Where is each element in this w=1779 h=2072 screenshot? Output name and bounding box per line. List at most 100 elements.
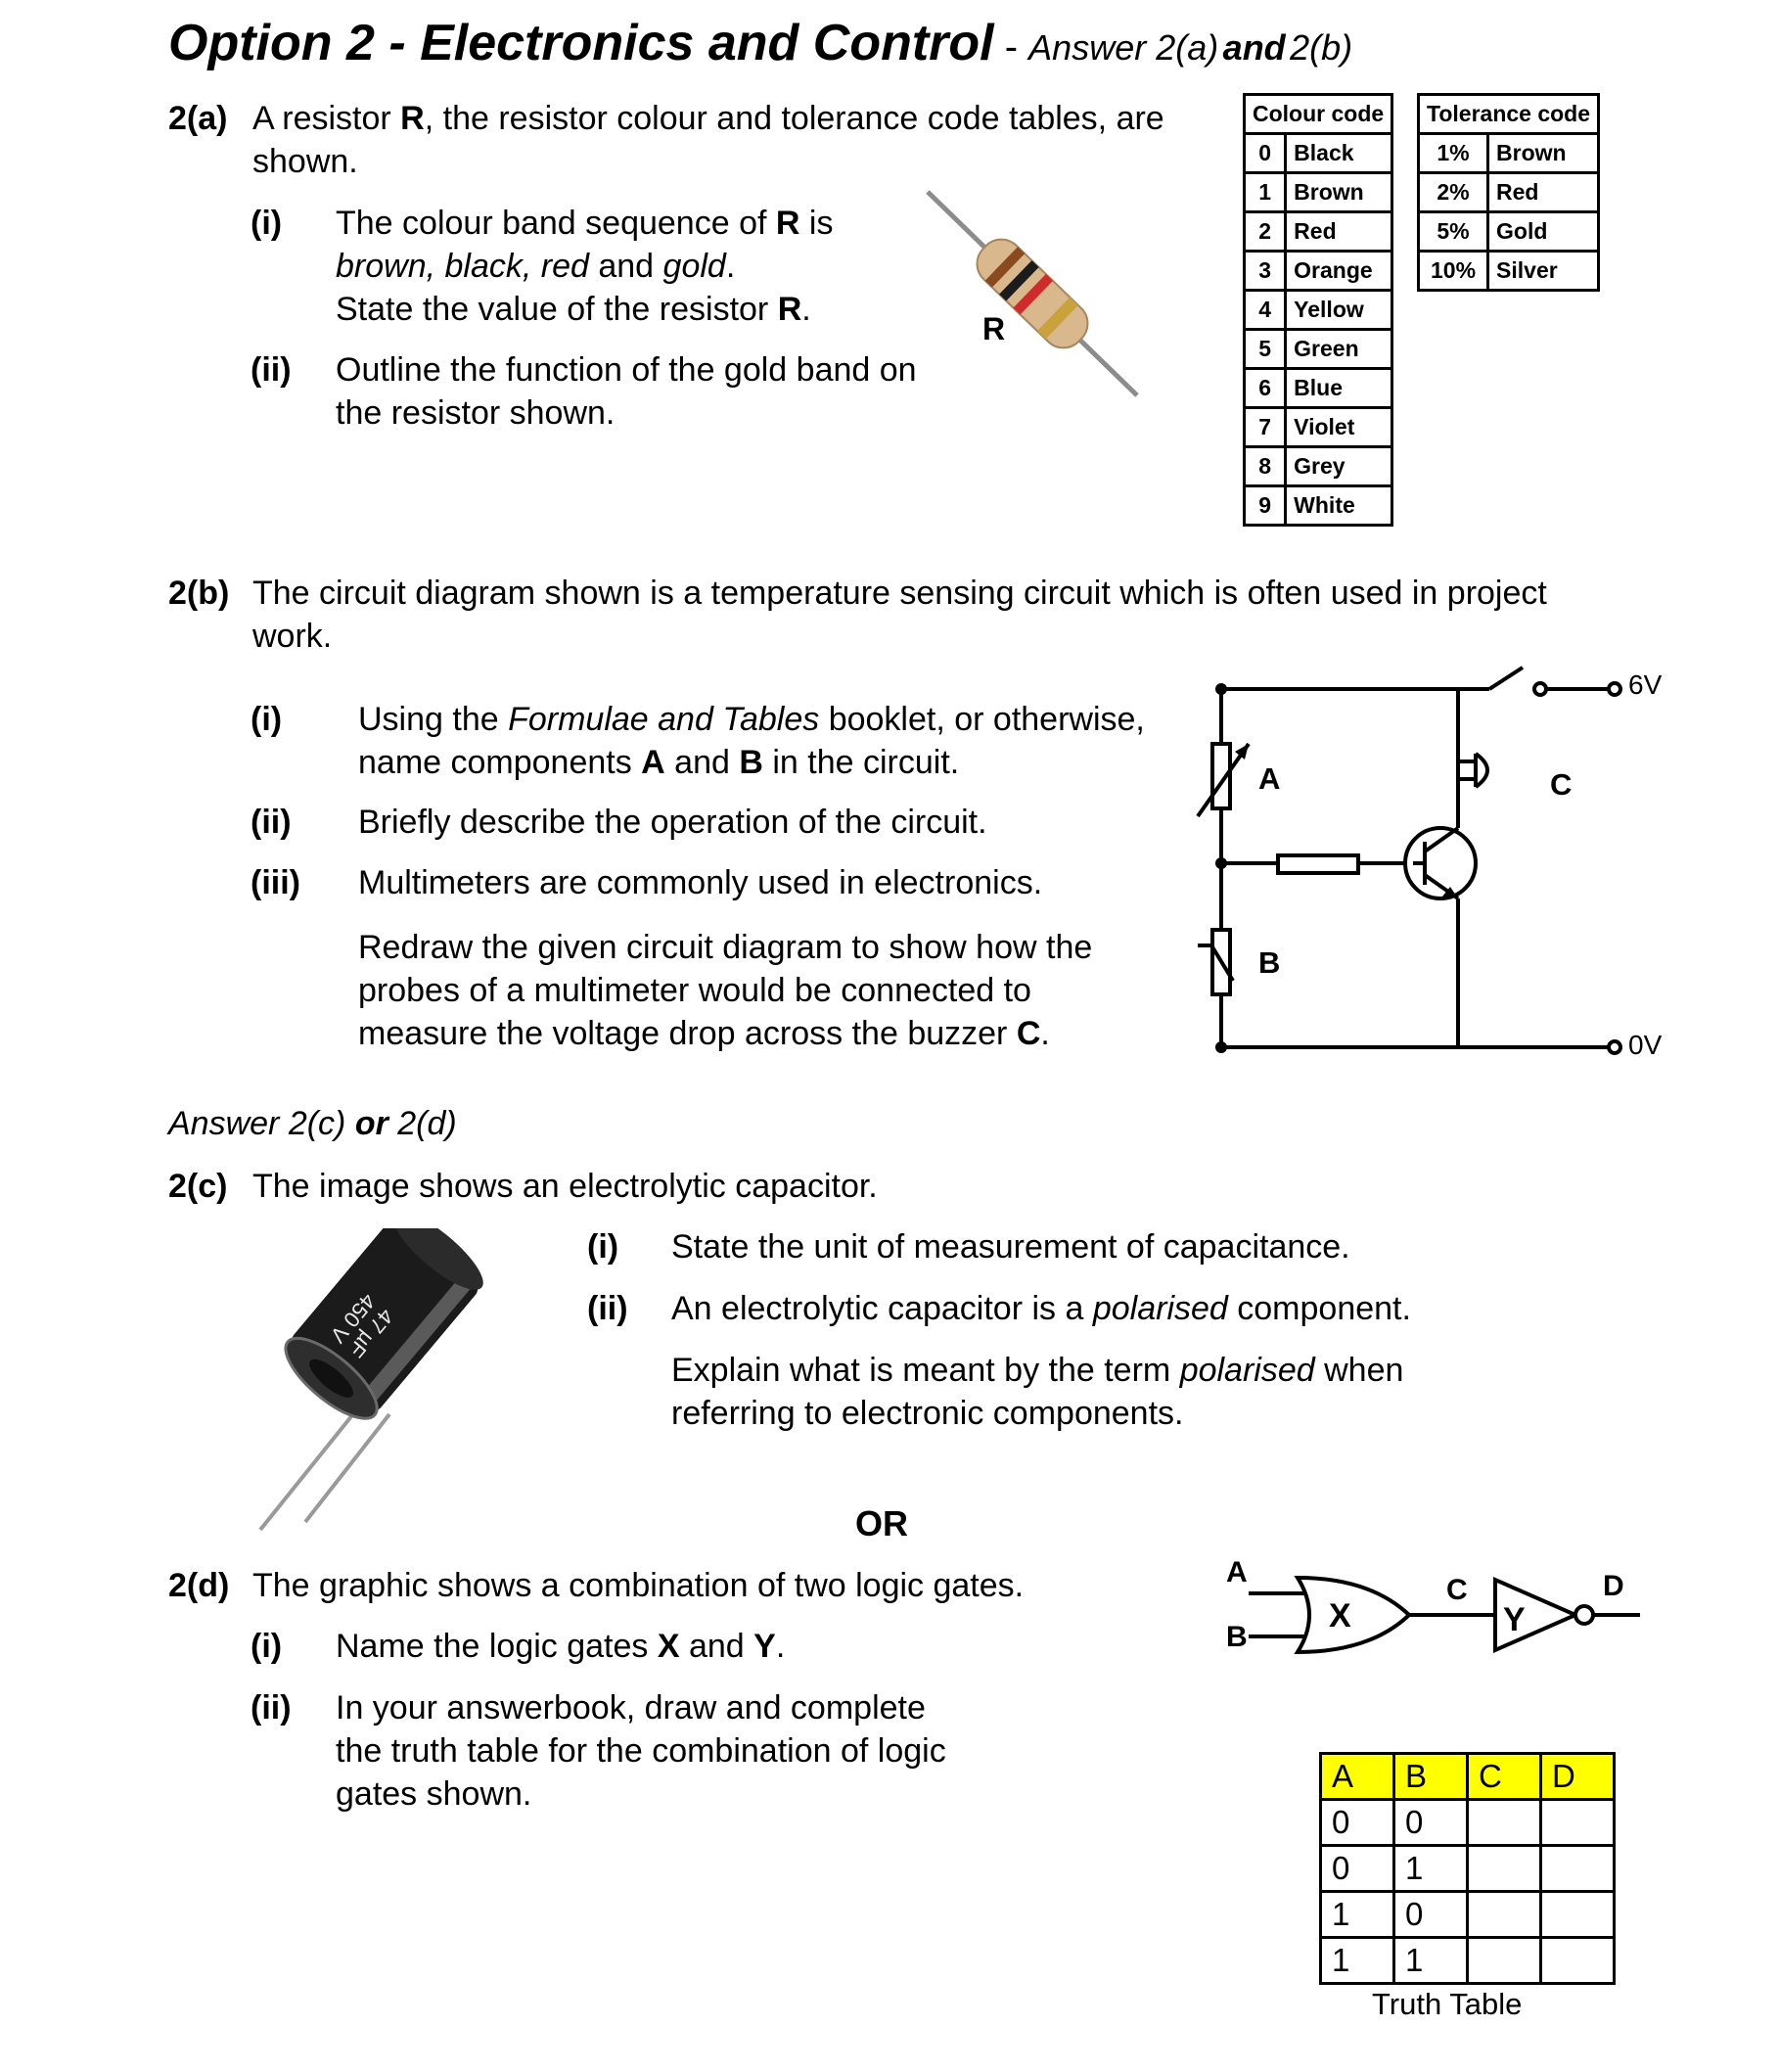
colour-name: Green [1284, 328, 1394, 370]
resistor-image [926, 190, 1139, 397]
q2d-ii-number: (ii) [251, 1689, 292, 1727]
colour-num: 0 [1242, 132, 1288, 174]
q2b-iii-l2: Redraw the given circuit diagram to show… [358, 929, 1093, 966]
q2a-intro-line2: shown. [252, 143, 358, 180]
truth-table-header: A B C D [1319, 1752, 1616, 1801]
q2b-i-l1c: booklet, or otherwise, [819, 701, 1145, 738]
tolerance-colour: Red [1486, 171, 1601, 213]
colour-name: Blue [1284, 367, 1394, 409]
q2b-i-l2c: and [664, 744, 740, 781]
colour-name: Yellow [1284, 289, 1394, 331]
q2d-ii-l2: the truth table for the combination of l… [336, 1732, 946, 1770]
q2b-iii-text: Multimeters are commonly used in electro… [358, 864, 1043, 901]
q2b-intro: The circuit diagram shown is a temperatu… [252, 572, 1547, 658]
q2a-i-l1c: is [799, 205, 834, 242]
gate-y-label: Y [1503, 1601, 1526, 1638]
q2c-ii-text: An electrolytic capacitor is a polarised… [671, 1287, 1411, 1330]
q2c-ii-text-2: Explain what is meant by the term polari… [671, 1349, 1403, 1435]
truth-cell [1539, 1890, 1616, 1939]
truth-cell: 1 [1392, 1936, 1469, 1985]
truth-cell [1539, 1936, 1616, 1985]
tolerance-row: 2%Red [1416, 171, 1601, 213]
colour-num: 6 [1242, 367, 1288, 409]
q2d-i-l1d: Y [753, 1628, 776, 1665]
truth-cell: 1 [1319, 1936, 1395, 1985]
truth-table-caption: Truth Table [1372, 1987, 1523, 2021]
q2c-ii-l2b: polarised [1179, 1352, 1315, 1389]
truth-cell [1539, 1798, 1616, 1847]
q2c-intro: The image shows an electrolytic capacito… [252, 1168, 878, 1205]
q2b-iii-l4c: . [1040, 1015, 1050, 1052]
title-b: 2(b) [1290, 27, 1353, 68]
truth-cell [1466, 1844, 1542, 1893]
q2d-ii-l3: gates shown. [336, 1775, 532, 1813]
gate-input-a: A [1226, 1556, 1248, 1589]
table-row: 1 1 [1319, 1936, 1616, 1985]
q2c-i-number: (i) [587, 1228, 619, 1266]
q2d-i-text: Name the logic gates X and Y. [336, 1625, 785, 1668]
q2a-intro-a: A resistor [252, 100, 401, 137]
colour-name: Violet [1284, 406, 1394, 448]
truth-cell [1539, 1844, 1616, 1893]
q2c-number: 2(c) [168, 1168, 228, 1205]
q2b-i-number: (i) [251, 701, 283, 738]
colour-num: 2 [1242, 210, 1288, 253]
q2b-number: 2(b) [168, 575, 230, 612]
truth-cell [1466, 1890, 1542, 1939]
q2a-number: 2(a) [168, 100, 228, 137]
tolerance-pct: 5% [1416, 210, 1490, 253]
q2a-i-text: The colour band sequence of R is brown, … [336, 202, 833, 331]
q2d-intro: The graphic shows a combination of two l… [252, 1567, 1025, 1604]
q2a-i-l3a: State the value of the resistor [336, 291, 778, 328]
truth-cell [1466, 1798, 1542, 1847]
q2a-i-number: (i) [251, 205, 283, 242]
truth-cell: 1 [1392, 1844, 1469, 1893]
q2a-i-l2c: gold [662, 248, 726, 285]
q2a-i-l3c: . [801, 291, 811, 328]
q2b-iii-l3: probes of a multimeter would be connecte… [358, 972, 1031, 1009]
q2a-intro: A resistor R, the resistor colour and to… [252, 97, 1164, 183]
gate-mid-c: C [1446, 1574, 1468, 1606]
answer-cd-heading: Answer 2(c) or 2(d) [168, 1102, 457, 1145]
q2c-ii-l1b: polarised [1092, 1290, 1228, 1327]
gate-output-d: D [1603, 1570, 1624, 1602]
colour-name: White [1284, 484, 1394, 527]
title-and: and [1222, 27, 1286, 68]
q2b-i-l2e: in the circuit. [762, 744, 960, 781]
gate-x-label: X [1329, 1597, 1351, 1635]
colour-name: Grey [1284, 445, 1394, 487]
q2b-ii-number: (ii) [251, 804, 292, 841]
tolerance-row: 10%Silver [1416, 250, 1601, 292]
truth-cell: 0 [1392, 1890, 1469, 1939]
truth-header-b: B [1392, 1752, 1469, 1801]
colour-name: Black [1284, 132, 1394, 174]
q2a-i-l2a: brown, black, red [336, 248, 589, 285]
truth-header-c: C [1466, 1752, 1542, 1801]
truth-header-a: A [1319, 1752, 1395, 1801]
q2a-i-l1a: The colour band sequence of [336, 205, 776, 242]
q2b-intro-l2: work. [252, 618, 333, 655]
title-main: Option 2 - Electronics and Control [168, 15, 994, 71]
or-separator: OR [855, 1503, 908, 1543]
voltage-0v-label: 0V [1628, 1030, 1663, 1060]
q2b-i-l2b: A [641, 744, 665, 781]
table-row: 0 1 [1319, 1844, 1616, 1893]
q2c-i-text: State the unit of measurement of capacit… [671, 1228, 1350, 1266]
gate-input-b: B [1226, 1621, 1248, 1653]
colour-num: 3 [1242, 250, 1288, 292]
q2c-ii-l1a: An electrolytic capacitor is a [671, 1290, 1093, 1327]
colour-name: Orange [1284, 250, 1394, 292]
q2b-iii-number: (iii) [251, 864, 300, 901]
q2a-i-l2d: . [725, 248, 736, 285]
tolerance-colour: Silver [1486, 250, 1601, 292]
tolerance-colour: Brown [1486, 132, 1601, 174]
truth-cell: 0 [1392, 1798, 1469, 1847]
answer-cd-a: Answer 2(c) [168, 1105, 355, 1142]
q2d-i-l1a: Name the logic gates [336, 1628, 658, 1665]
